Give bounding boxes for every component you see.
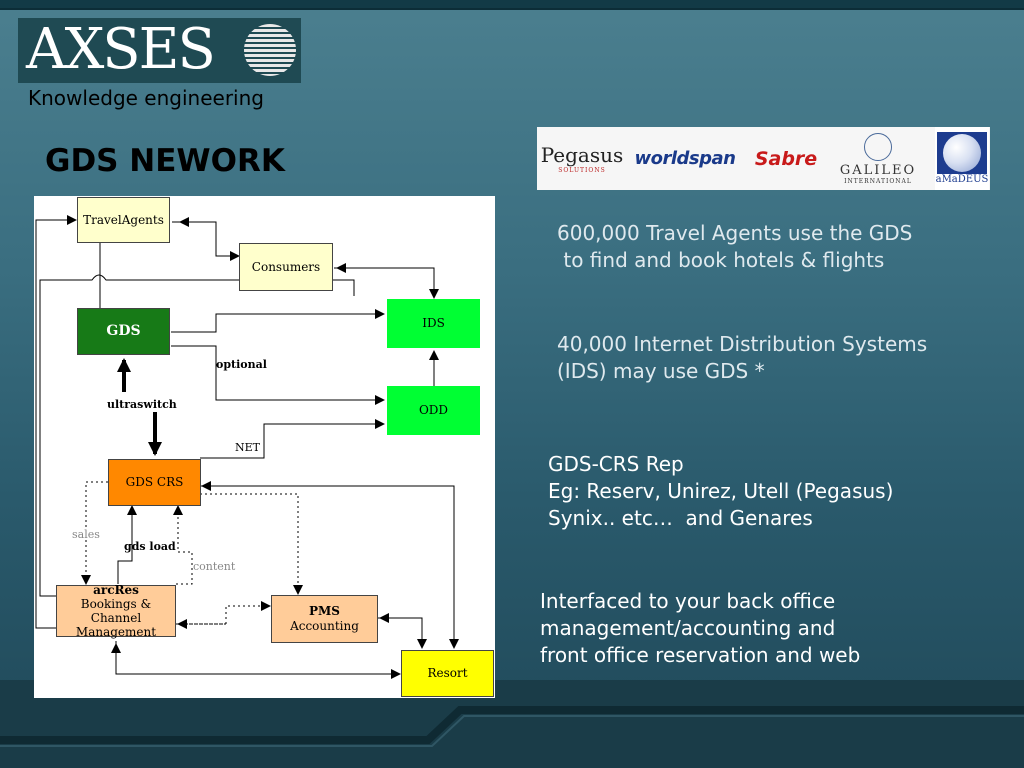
top-bar <box>0 0 1024 10</box>
node-arcres: arcRes Bookings & Channel Management <box>56 583 176 639</box>
edge-gds-ids <box>171 309 385 333</box>
edge-sales <box>81 481 108 585</box>
pegasus-name: Pegasus <box>540 143 624 167</box>
text-ids-line2: (IDS) may use GDS * <box>557 359 765 383</box>
sabre-logo: Sabre <box>754 147 818 170</box>
node-arcres-line1: Bookings & Channel <box>80 597 152 625</box>
node-pms: PMS Accounting <box>271 595 378 643</box>
axses-logo: AXSES <box>18 18 301 83</box>
galileo-logo: GALILEO INTERNATIONAL <box>833 127 923 190</box>
edge-gdscrs-odd <box>200 419 385 459</box>
amadeus-globe-icon <box>937 132 987 174</box>
node-travelagents-label: TravelAgents <box>83 212 164 227</box>
bottom-band-decoration <box>0 706 1024 747</box>
text-travel-agents: 600,000 Travel Agents use the GDS to fin… <box>557 220 912 274</box>
edge-consumers-ids <box>334 267 439 299</box>
node-odd: ODD <box>387 386 480 435</box>
edge-travelagents-consumers <box>172 221 240 261</box>
node-gds-crs-label: GDS CRS <box>125 475 184 489</box>
label-net: NET <box>235 441 260 454</box>
galileo-emblem-icon <box>864 132 892 161</box>
node-gds: GDS <box>77 308 170 355</box>
galileo-name: GALILEO <box>839 162 917 178</box>
edge-arcres-pms <box>176 601 271 625</box>
text-travel-agents-line2: to find and book hotels & flights <box>557 248 885 272</box>
edge-gds-odd <box>171 345 385 405</box>
edge-pms-resort <box>378 617 427 649</box>
label-optional: optional <box>216 358 267 371</box>
label-gds-load: gds load <box>124 540 176 553</box>
worldspan-logo: worldspan <box>634 148 737 169</box>
text-interfaced-line2: management/accounting and <box>540 616 836 640</box>
node-odd-label: ODD <box>418 403 449 417</box>
node-arcres-line2: Management <box>75 625 157 639</box>
text-interfaced-line1: Interfaced to your back office <box>540 589 836 613</box>
tagline: Knowledge engineering <box>28 86 264 110</box>
node-pms-sub: Accounting <box>290 619 359 633</box>
pegasus-sub: SOLUTIONS <box>558 167 606 174</box>
text-gds-crs-line2: Eg: Reserv, Unirez, Utell (Pegasus) <box>548 479 894 503</box>
node-consumers: Consumers <box>239 243 333 291</box>
text-interfaced: Interfaced to your back office managemen… <box>540 588 860 669</box>
text-gds-crs: GDS-CRS Rep Eg: Reserv, Unirez, Utell (P… <box>548 451 893 532</box>
label-sales: sales <box>72 528 100 541</box>
text-travel-agents-line1: 600,000 Travel Agents use the GDS <box>557 221 913 245</box>
text-gds-crs-line1: GDS-CRS Rep <box>548 452 684 476</box>
gds-network-diagram: TravelAgents Consumers GDS IDS ODD GDS C… <box>34 196 495 698</box>
amadeus-name: aMaDEUS <box>935 174 989 185</box>
node-resort: Resort <box>401 650 494 697</box>
edge-content <box>173 505 193 585</box>
logo-text: AXSES <box>26 17 216 82</box>
node-resort-label: Resort <box>427 666 468 680</box>
text-interfaced-line3: front office reservation and web <box>540 643 861 667</box>
edge-gdscrs-pms <box>200 493 303 595</box>
page-title: GDS NEWORK <box>45 143 285 179</box>
pegasus-logo: Pegasus SOLUTIONS <box>540 127 624 190</box>
node-gds-label: GDS <box>106 323 141 339</box>
edge-arcres-travelagents <box>35 215 77 629</box>
label-ultraswitch: ultraswitch <box>107 398 177 411</box>
node-gds-crs: GDS CRS <box>108 459 201 506</box>
edge-arcres-resort <box>115 641 401 679</box>
node-pms-title: PMS <box>309 604 340 618</box>
logo-globe-icon <box>244 24 296 76</box>
text-ids-line1: 40,000 Internet Distribution Systems <box>557 332 928 356</box>
gds-partner-logos: Pegasus SOLUTIONS worldspan Sabre GALILE… <box>537 127 990 190</box>
amadeus-logo: aMaDEUS <box>935 127 989 190</box>
edge-arcres-gdscrs <box>117 505 137 584</box>
text-ids: 40,000 Internet Distribution Systems (ID… <box>557 331 927 385</box>
diagram-connectors <box>35 215 459 679</box>
label-content: content <box>193 560 236 573</box>
node-arcres-title: arcRes <box>93 583 139 597</box>
node-travelagents: TravelAgents <box>77 197 170 243</box>
node-consumers-label: Consumers <box>251 259 321 274</box>
galileo-sub: INTERNATIONAL <box>844 177 912 185</box>
node-ids: IDS <box>387 299 480 348</box>
node-ids-label: IDS <box>422 316 445 330</box>
text-gds-crs-line3: Synix.. etc… and Genares <box>548 506 813 530</box>
